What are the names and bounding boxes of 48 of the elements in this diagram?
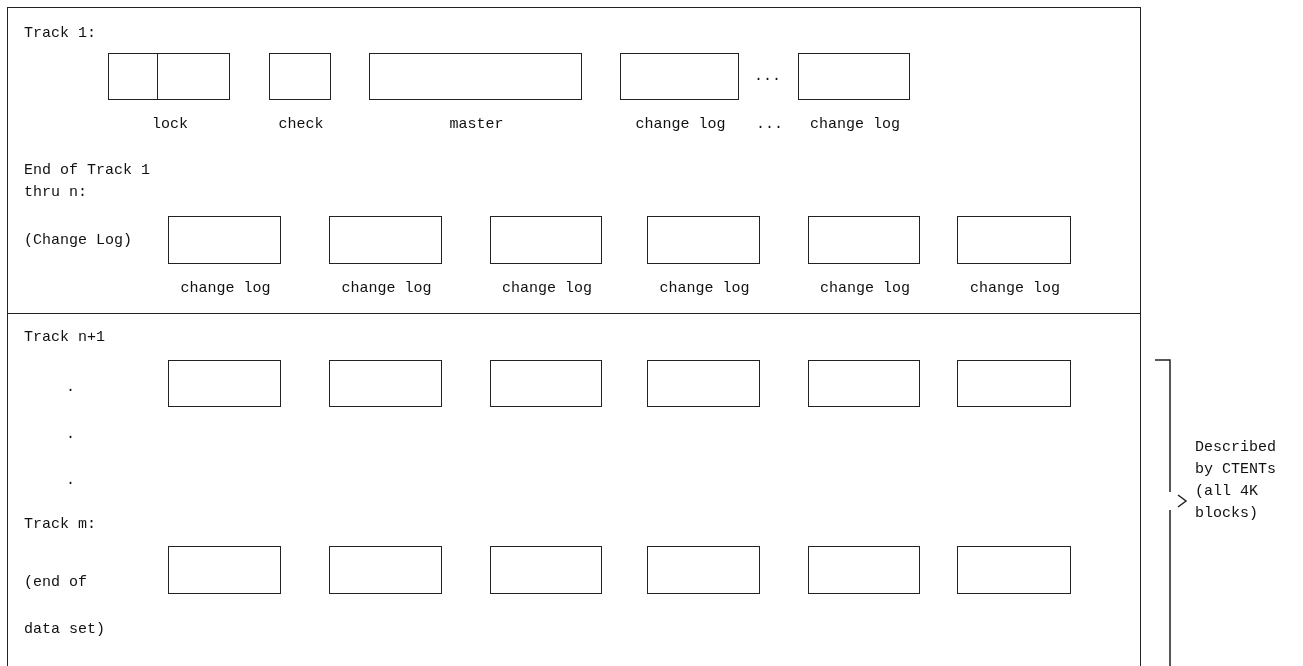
block-box [646,359,760,407]
block-box [807,215,920,264]
block-box [956,215,1071,264]
block-caption: change log [810,116,900,134]
note-text: Described by CTENTs (all 4K blocks) [1195,438,1277,524]
block-box [167,545,281,594]
block-caption: change log [341,280,432,298]
block-box [646,545,760,594]
block-box [167,215,281,264]
block-caption: change log [502,280,592,298]
track-label: (end of data set) [24,573,106,640]
block-box [328,545,442,594]
block-caption: change log [635,116,726,134]
track-panel [7,7,1141,314]
block-box [807,545,920,594]
block-caption: lock [152,116,188,134]
block-caption: change log [180,280,271,298]
track-label: End of Track 1 thru n: [24,161,152,203]
ellipsis-dot: . [66,425,76,445]
block-caption: change log [659,280,750,298]
block-box [646,215,760,264]
block-box [489,545,602,594]
ellipsis: ... [756,116,783,134]
track-panel [7,313,1141,666]
block-caption: change log [820,280,910,298]
block-box [489,215,602,264]
block-caption: master [449,116,504,134]
block-box [328,215,442,264]
block-box [268,52,331,100]
track-label: Track 1: [24,24,97,44]
block-box [167,359,281,407]
ellipsis: ... [754,68,781,86]
block-box [107,52,230,100]
block-caption: change log [970,280,1060,298]
ellipsis-dot: . [66,471,76,491]
ellipsis-dot: . [66,378,76,398]
block-caption: check [278,116,324,134]
block-box [807,359,920,407]
track-label: (Change Log) [24,231,134,251]
track-label: Track m: [24,515,97,535]
block-box [489,359,602,407]
track-label: Track n+1 [24,328,106,348]
block-box [956,545,1071,594]
block-box [619,52,739,100]
block-box [368,52,582,100]
block-box [797,52,910,100]
block-box [956,359,1071,407]
block-box [328,359,442,407]
